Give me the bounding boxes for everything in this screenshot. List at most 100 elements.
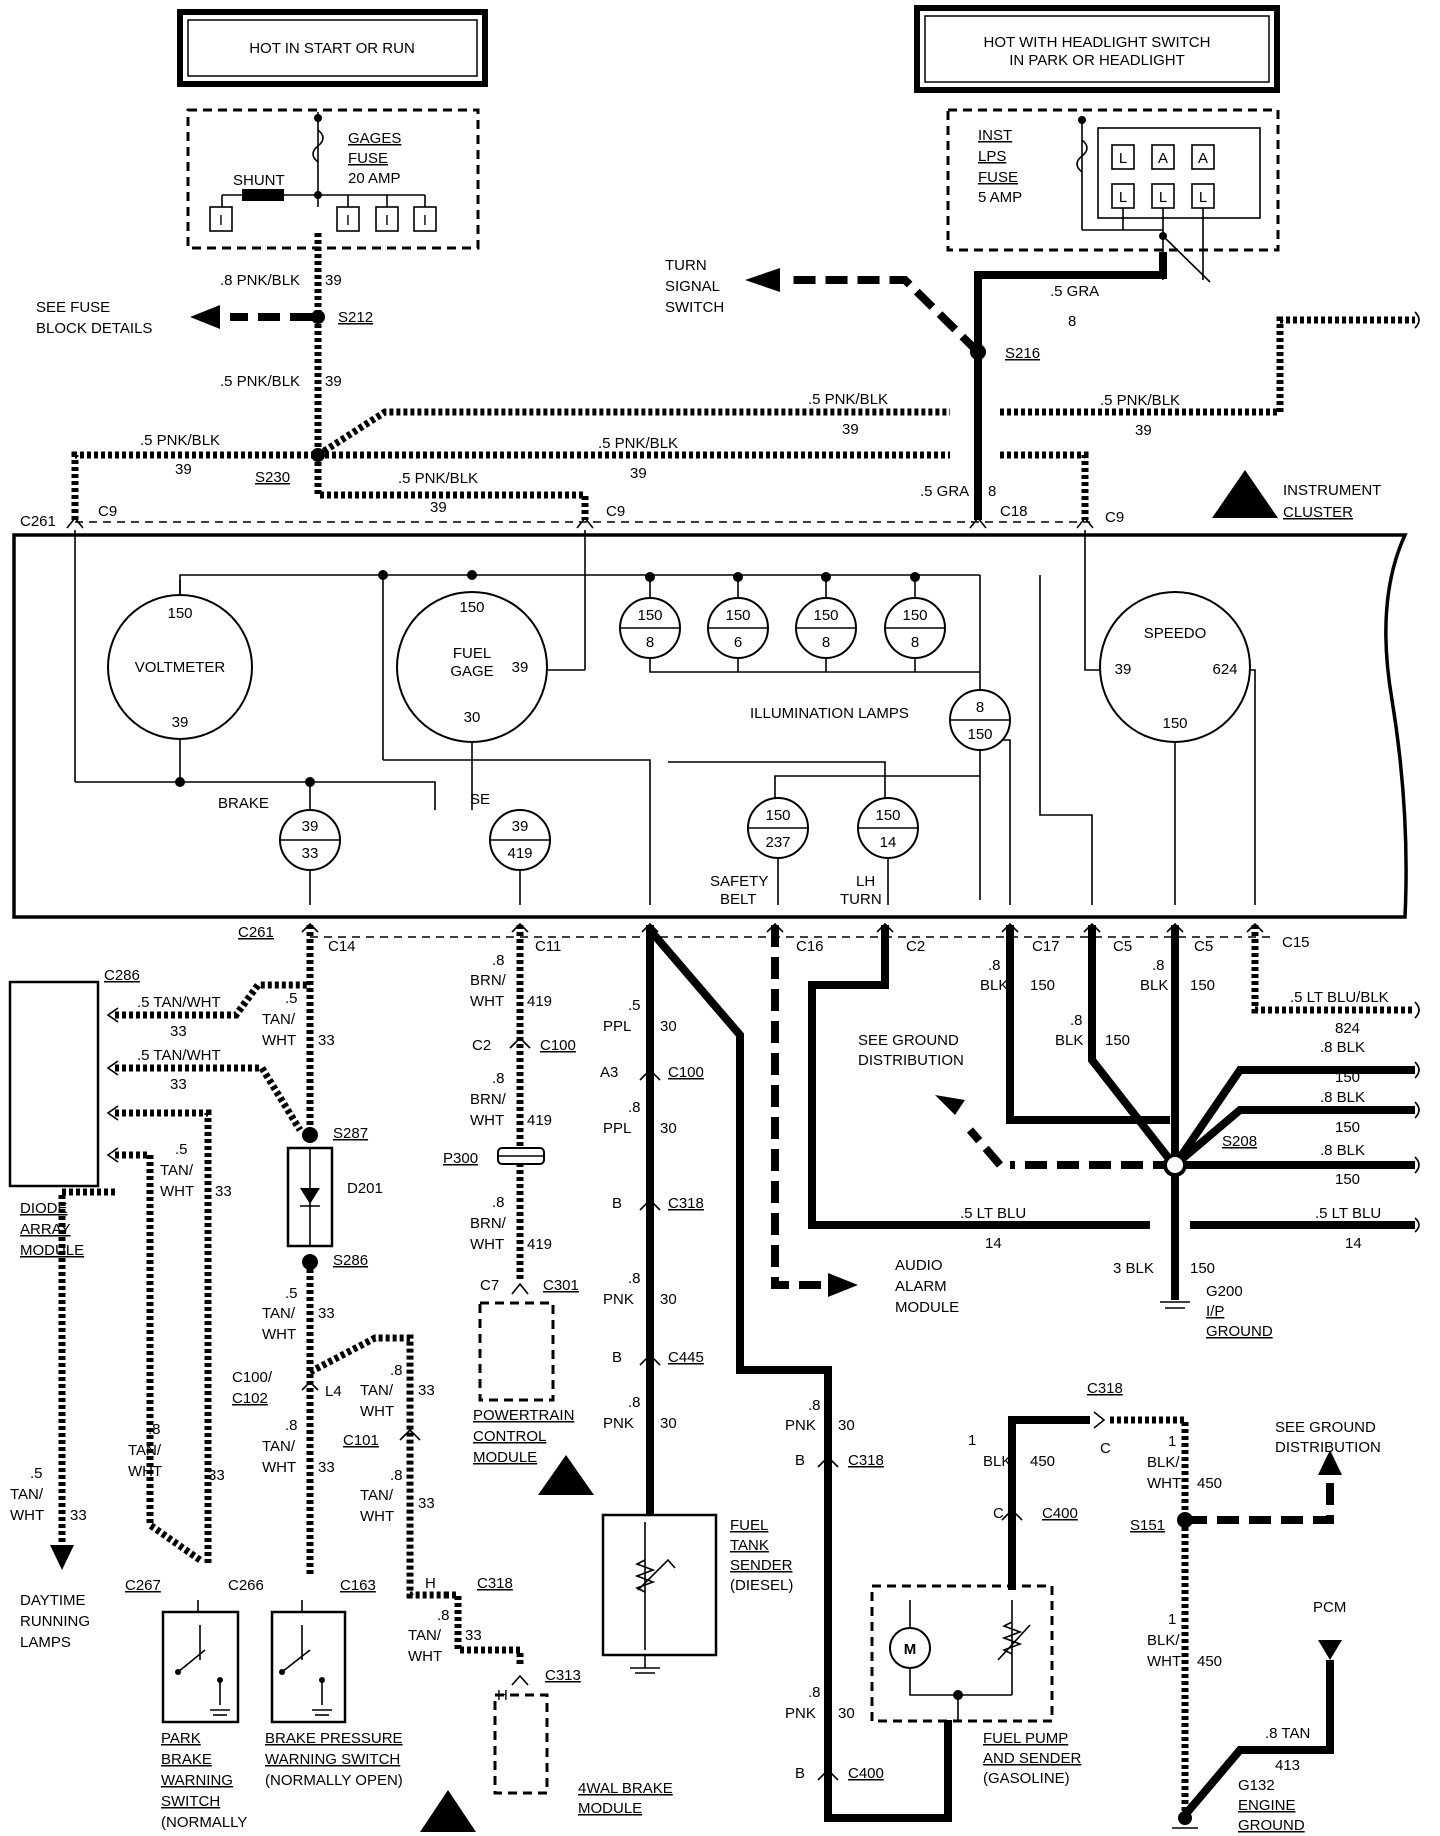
svg-text:39: 39 (302, 818, 319, 835)
svg-text:DIODE: DIODE (20, 1200, 68, 1217)
svg-text:33: 33 (215, 1183, 232, 1200)
svg-text:39: 39 (1135, 422, 1152, 439)
svg-text:WHT: WHT (160, 1183, 194, 1200)
svg-text:FUSE: FUSE (978, 169, 1018, 186)
voltmeter-gauge: 150 VOLTMETER 39 (107, 594, 253, 787)
svg-text:.5 LT BLU: .5 LT BLU (960, 1205, 1026, 1222)
svg-text:TAN/: TAN/ (408, 1627, 442, 1644)
svg-text:PARK: PARK (161, 1730, 201, 1747)
svg-text:33: 33 (170, 1076, 187, 1093)
wire-tan-413 (1181, 1660, 1334, 1818)
svg-text:39: 39 (842, 421, 859, 438)
wire-39-right-upper (1000, 316, 1415, 416)
fuel-tank-sender-diesel: FUEL TANK SENDER (DIESEL) (601, 1513, 793, 1674)
svg-text:LAMPS: LAMPS (20, 1634, 71, 1651)
svg-text:I: I (385, 212, 389, 229)
svg-text:GAGES: GAGES (348, 130, 401, 147)
svg-text:RUNNING: RUNNING (20, 1613, 90, 1630)
connector-p300: P300 (443, 1147, 545, 1167)
svg-text:14: 14 (880, 834, 897, 851)
svg-text:(NORMALLY OPEN): (NORMALLY OPEN) (265, 1772, 403, 1789)
svg-text:.5 PNK/BLK: .5 PNK/BLK (1100, 392, 1180, 409)
svg-text:C11: C11 (535, 938, 561, 955)
svg-text:824: 824 (1335, 1020, 1360, 1037)
svg-text:150: 150 (765, 807, 790, 824)
svg-text:5 AMP: 5 AMP (978, 189, 1022, 206)
svg-text:INSTRUMENT: INSTRUMENT (1283, 482, 1381, 499)
svg-text:IN PARK OR HEADLIGHT: IN PARK OR HEADLIGHT (1009, 52, 1185, 69)
esd-symbol-bottom-left (420, 1790, 476, 1832)
svg-text:.8: .8 (492, 1194, 505, 1211)
svg-text:CONTROL: CONTROL (473, 1428, 546, 1445)
speedo-gauge: SPEEDO 39 624 150 (1099, 591, 1251, 743)
svg-text:BRAKE PRESSURE: BRAKE PRESSURE (265, 1730, 403, 1747)
svg-text:8: 8 (1068, 313, 1076, 330)
svg-text:.5 GRA: .5 GRA (1050, 283, 1099, 300)
svg-text:HOT WITH HEADLIGHT SWITCH: HOT WITH HEADLIGHT SWITCH (984, 34, 1211, 51)
svg-text:450: 450 (1197, 1475, 1222, 1492)
svg-text:33: 33 (70, 1507, 87, 1524)
wire-33-4wal (308, 1334, 445, 1599)
svg-text:WHT: WHT (262, 1459, 296, 1476)
svg-text:S287: S287 (333, 1125, 368, 1142)
svg-text:SIGNAL: SIGNAL (665, 278, 720, 295)
wire-237-audio (771, 925, 830, 1289)
svg-text:D201: D201 (347, 1180, 383, 1197)
svg-text:C400: C400 (1042, 1505, 1078, 1522)
svg-text:SWITCH: SWITCH (665, 299, 724, 316)
svg-text:C5: C5 (1113, 938, 1132, 955)
wire-39-right-lower (1000, 451, 1089, 520)
svg-text:DAYTIME: DAYTIME (20, 1592, 86, 1609)
svg-text:S286: S286 (333, 1252, 368, 1269)
svg-text:FUSE: FUSE (348, 150, 388, 167)
instrument-cluster-box (12, 533, 1408, 919)
svg-text:MODULE: MODULE (473, 1449, 537, 1466)
svg-text:TAN/: TAN/ (160, 1162, 194, 1179)
svg-text:33: 33 (170, 1023, 187, 1040)
svg-text:.8: .8 (390, 1467, 403, 1484)
svg-text:.5 PNK/BLK: .5 PNK/BLK (220, 373, 300, 390)
svg-text:SENDER: SENDER (730, 1557, 793, 1574)
svg-text:C16: C16 (796, 938, 824, 955)
svg-text:AUDIO: AUDIO (895, 1257, 943, 1274)
svg-text:150: 150 (1105, 1032, 1130, 1049)
svg-text:WHT: WHT (470, 993, 504, 1010)
svg-text:.8: .8 (390, 1362, 403, 1379)
svg-text:.5 TAN/WHT: .5 TAN/WHT (137, 1047, 221, 1064)
svg-text:.8 TAN: .8 TAN (1265, 1725, 1310, 1742)
svg-text:WHT: WHT (470, 1112, 504, 1129)
svg-text:.8: .8 (492, 1070, 505, 1087)
svg-text:SE: SE (470, 791, 490, 808)
svg-text:SEE GROUND: SEE GROUND (1275, 1419, 1376, 1436)
wire-gra-8 (974, 252, 1167, 520)
svg-text:WHT: WHT (10, 1507, 44, 1524)
indicator-lamps: BRAKE 39 33 SE 39 419 150 237 SAFETY BEL… (218, 777, 919, 908)
svg-text:150: 150 (725, 607, 750, 624)
svg-text:C318: C318 (848, 1452, 884, 1469)
svg-text:M: M (904, 1641, 917, 1658)
svg-text:C286: C286 (104, 967, 140, 984)
svg-text:150: 150 (1190, 1260, 1215, 1277)
svg-text:39: 39 (630, 465, 647, 482)
svg-text:39: 39 (175, 461, 192, 478)
svg-text:150: 150 (1335, 1171, 1360, 1188)
svg-text:B: B (795, 1765, 805, 1782)
svg-text:.8: .8 (1152, 957, 1165, 974)
svg-text:L4: L4 (325, 1383, 342, 1400)
svg-text:SEE FUSE: SEE FUSE (36, 299, 110, 316)
svg-text:C318: C318 (668, 1195, 704, 1212)
svg-text:B: B (795, 1452, 805, 1469)
power-label-headlight: HOT WITH HEADLIGHT SWITCH IN PARK OR HEA… (914, 5, 1280, 93)
svg-text:WHT: WHT (128, 1463, 162, 1480)
svg-text:.8 BLK: .8 BLK (1320, 1039, 1365, 1056)
svg-text:C2: C2 (906, 938, 925, 955)
svg-text:C: C (1100, 1440, 1111, 1457)
svg-text:150: 150 (459, 599, 484, 616)
svg-text:WHT: WHT (262, 1326, 296, 1343)
svg-text:C102: C102 (232, 1390, 268, 1407)
wire-tan-wht-33-c (115, 1109, 212, 1565)
svg-text:C101: C101 (343, 1432, 379, 1449)
svg-text:.8 PNK/BLK: .8 PNK/BLK (220, 272, 300, 289)
4wal-brake-module: 4WAL BRAKE MODULE (493, 1693, 673, 1817)
svg-text:BLK: BLK (1055, 1032, 1083, 1049)
